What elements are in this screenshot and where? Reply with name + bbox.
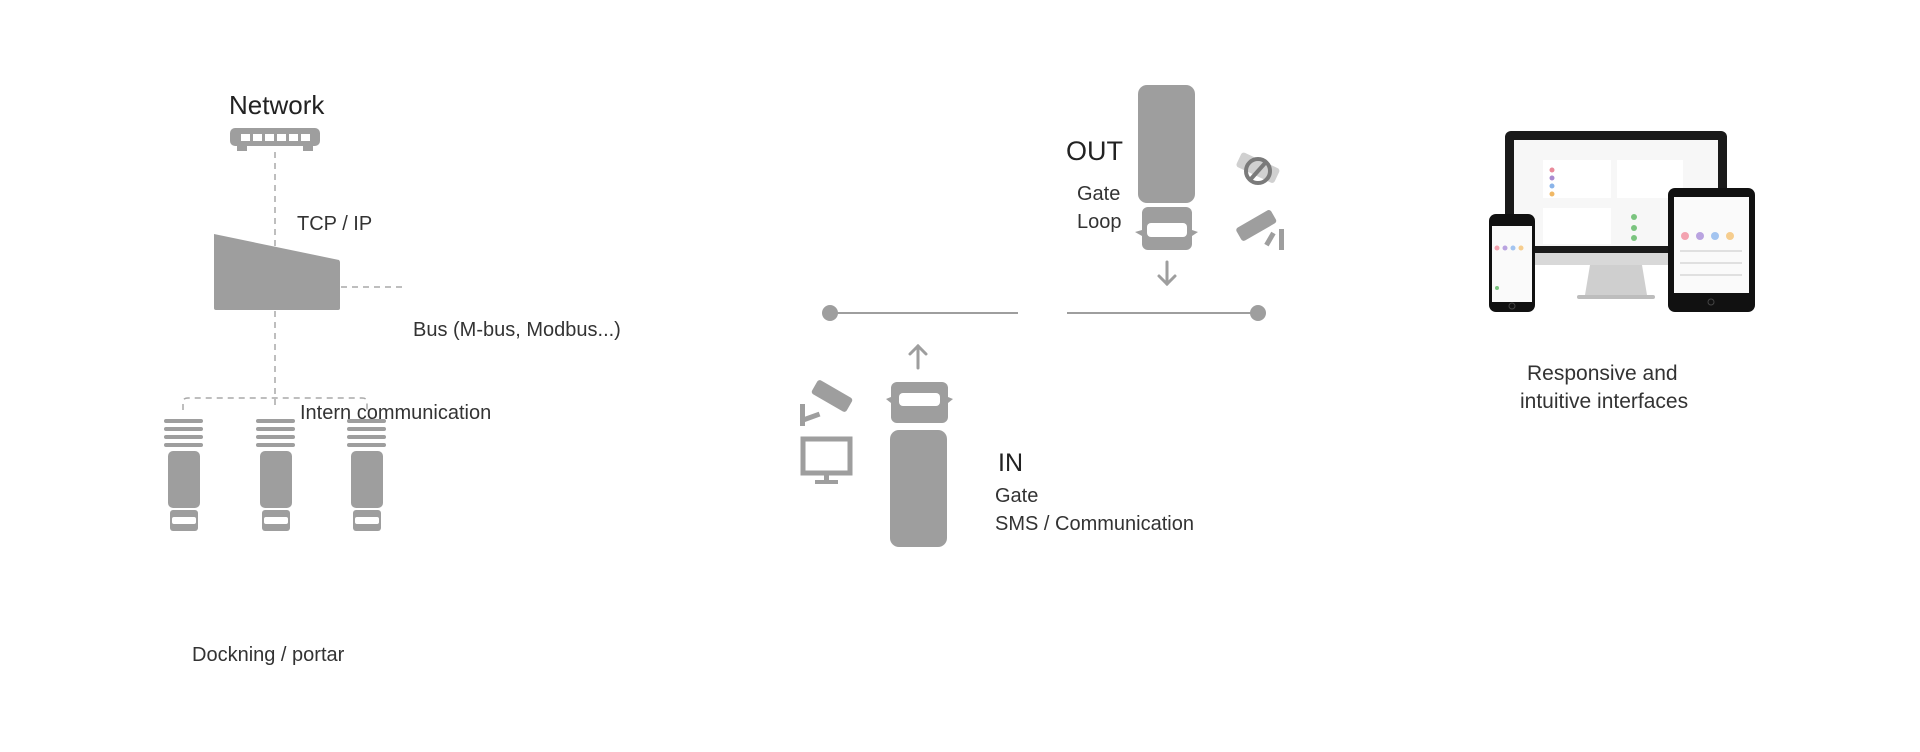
tcp-ip-label: TCP / IP — [297, 213, 373, 235]
docks-label: Dockning / portar — [192, 644, 345, 666]
gate-barrier — [822, 305, 1266, 321]
dock-truck-icon — [164, 419, 203, 531]
dock-truck-icon — [347, 419, 386, 531]
in-item-sms: SMS / Communication — [995, 513, 1194, 535]
camera-prohibited-icon — [1236, 152, 1280, 185]
security-camera-icon — [799, 380, 853, 426]
monitor-icon — [800, 436, 853, 484]
bus-label: Bus (M-bus, Modbus...) — [413, 319, 621, 341]
security-camera-icon — [1236, 210, 1284, 250]
out-item-loop: Loop — [1077, 211, 1122, 233]
intern-communication-label: Intern communication — [300, 402, 492, 424]
out-item-gate: Gate — [1077, 183, 1121, 205]
devices-mockup-image — [1489, 131, 1755, 312]
in-item-gate: Gate — [995, 485, 1039, 507]
dock-icons — [164, 419, 386, 531]
out-truck-icon — [1135, 85, 1198, 250]
network-switch-icon — [230, 128, 320, 151]
network-title: Network — [229, 90, 325, 120]
interfaces-caption-line2: intuitive interfaces — [1520, 390, 1689, 413]
arrow-down-icon — [1157, 260, 1177, 287]
interfaces-caption-line1: Responsive and — [1527, 362, 1678, 385]
in-truck-icon — [886, 382, 953, 547]
out-title: OUT — [1066, 136, 1123, 166]
in-title: IN — [998, 449, 1023, 477]
facility-label: Facility — [244, 312, 310, 335]
facility-shape — [214, 234, 340, 310]
dock-truck-icon — [256, 419, 295, 531]
arrow-up-icon — [908, 343, 928, 370]
connection-lines — [182, 152, 405, 410]
